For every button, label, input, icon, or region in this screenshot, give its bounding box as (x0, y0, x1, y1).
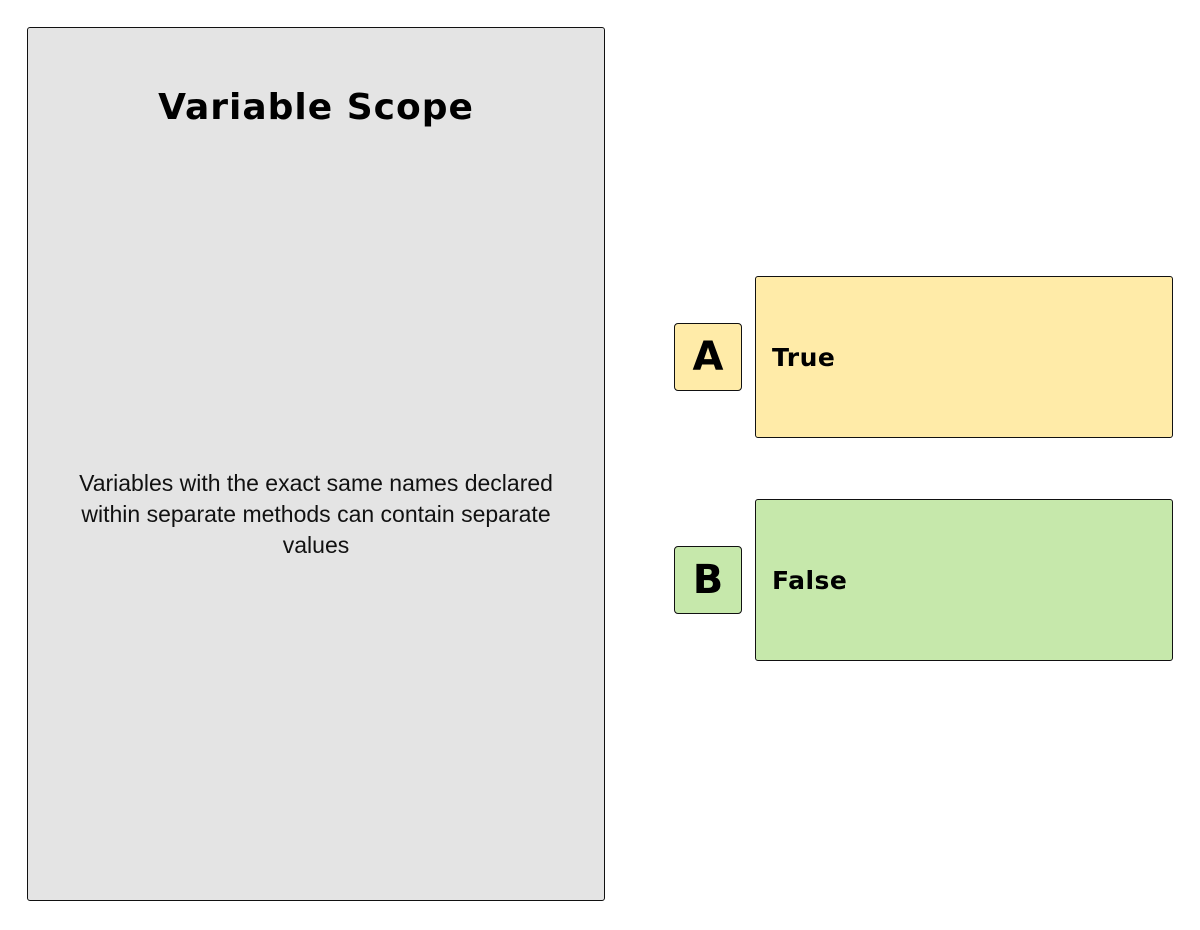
option-a-answer-box[interactable]: True (755, 276, 1173, 438)
option-a-letter-button[interactable]: A (674, 323, 742, 391)
option-a-label: True (772, 342, 836, 372)
question-title: Variable Scope (158, 87, 474, 128)
option-b-label: False (772, 565, 848, 595)
question-card: Variable Scope Variables with the exact … (27, 27, 605, 901)
option-b-answer-box[interactable]: False (755, 499, 1173, 661)
option-b-letter-button[interactable]: B (674, 546, 742, 614)
question-text: Variables with the exact same names decl… (79, 470, 553, 558)
